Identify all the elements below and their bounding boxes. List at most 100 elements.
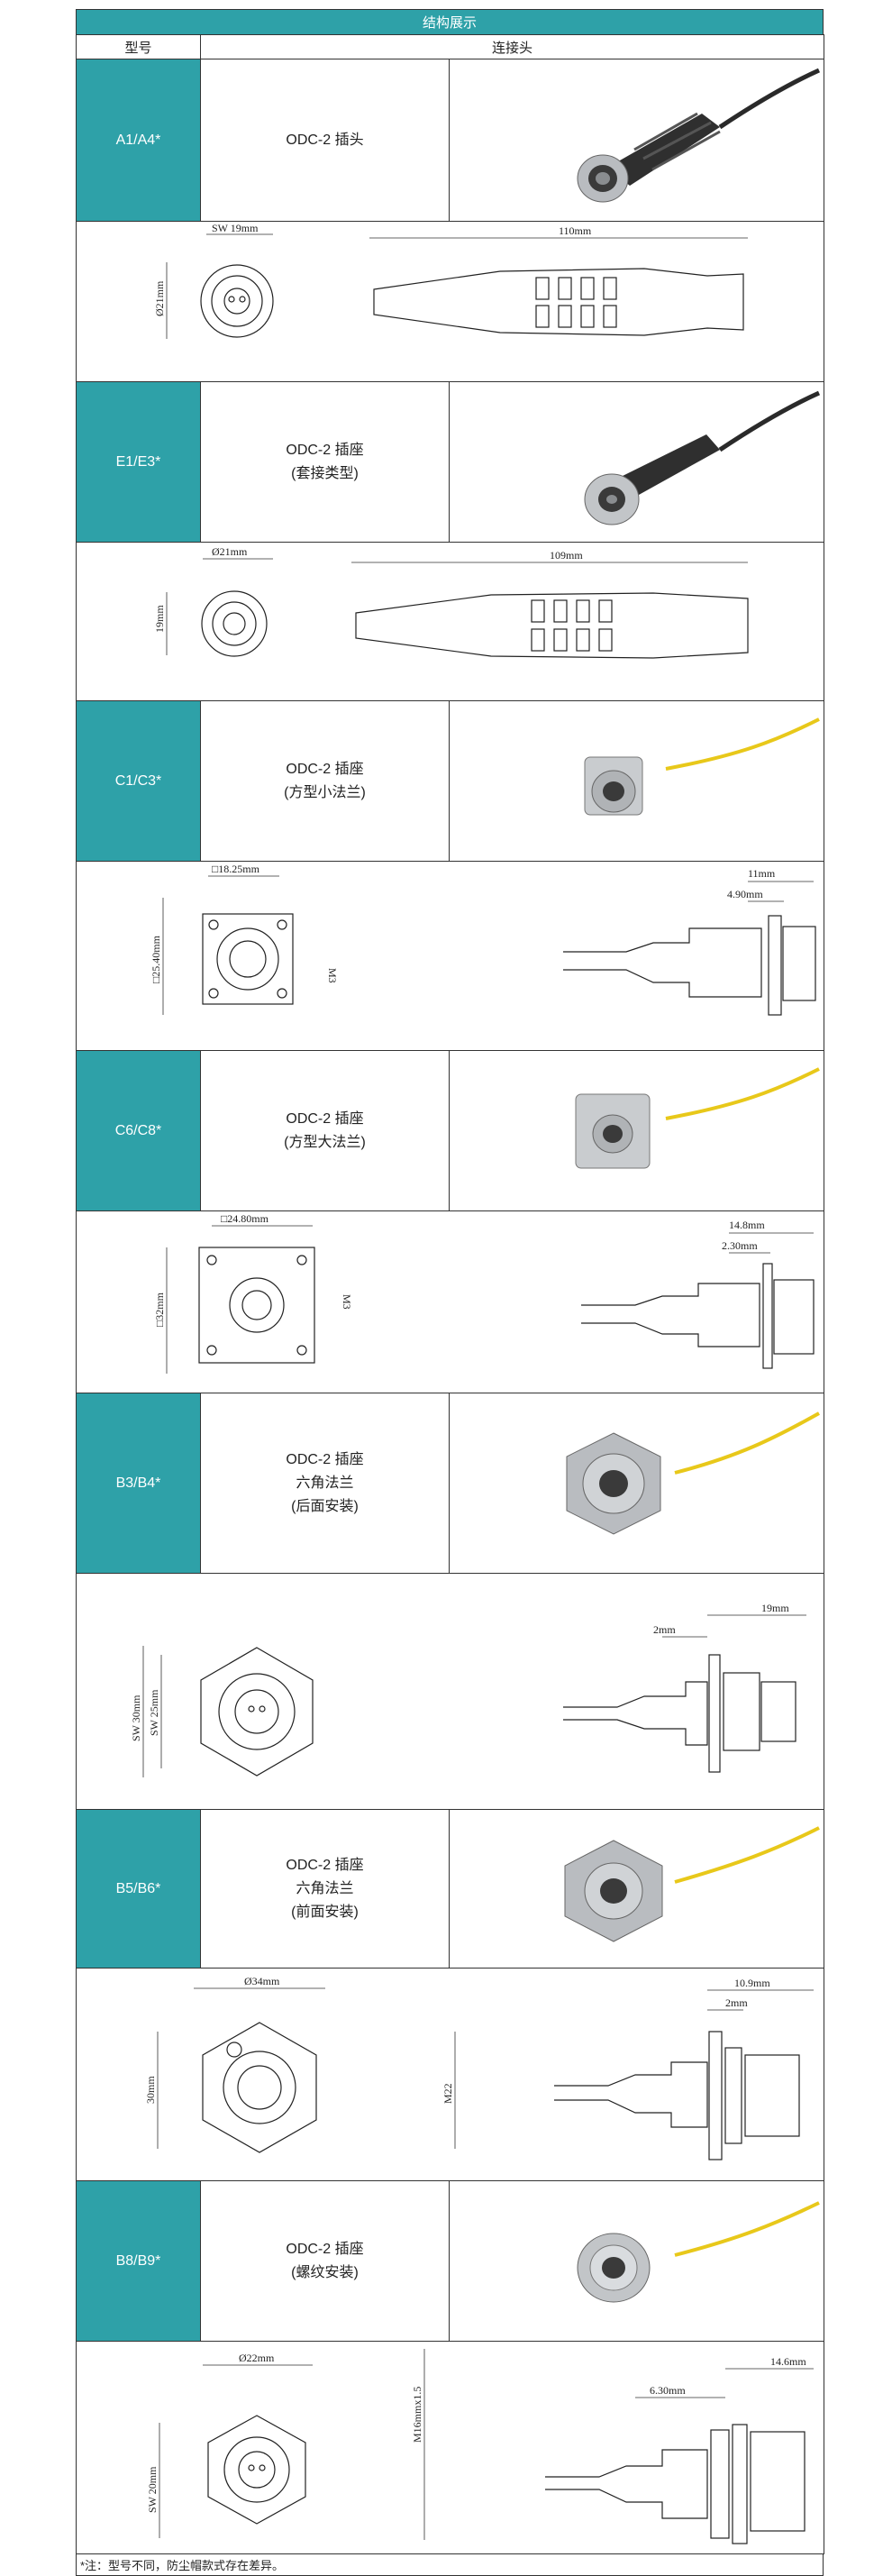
- model-cell: A1/A4*: [76, 59, 201, 222]
- footnote: *注：型号不同，防尘帽款式存在差异。: [76, 2554, 824, 2576]
- dim-label: 19mm: [153, 605, 166, 633]
- desc-cell: ODC-2 插头: [200, 59, 450, 222]
- square-flange-photo-image: [584, 717, 820, 816]
- desc-line: ODC-2 插座: [286, 1451, 364, 1467]
- drawing-row: □18.25mm □25.40mm M3 11mm 4.90mm: [75, 861, 825, 1051]
- table-title: 结构展示: [76, 9, 824, 34]
- product-photo: [448, 2180, 825, 2342]
- hex-front-photo-image: [564, 1826, 820, 1942]
- dim-label: □18.25mm: [212, 863, 260, 875]
- drawing-row: □24.80mm □32mm M3 14.8mm 2.30mm: [75, 1210, 825, 1393]
- dim-label: Ø21mm: [153, 280, 166, 316]
- technical-drawing: Ø21mm 19mm 109mm: [75, 542, 825, 701]
- model-cell: C1/C3*: [76, 700, 201, 862]
- dim-label: M16mmx1.5: [411, 2387, 423, 2443]
- desc-line: (后面安装): [291, 1498, 359, 1514]
- drawing-c6: □24.80mm □32mm M3 14.8mm 2.30mm: [153, 1212, 815, 1374]
- desc-line: ODC-2 插座: [286, 1857, 364, 1873]
- model-cell: B8/B9*: [76, 2180, 201, 2342]
- desc-line: ODC-2 插座: [286, 2241, 364, 2257]
- plug-photo-image: [577, 68, 821, 203]
- drawing-e1: Ø21mm 19mm 109mm: [153, 545, 749, 659]
- drawing-b3: SW 30mm SW 25mm 2mm 19mm: [130, 1602, 806, 1777]
- dim-label: 30mm: [144, 2076, 157, 2104]
- dim-label: SW 19mm: [212, 222, 259, 234]
- dim-label: □24.80mm: [221, 1212, 269, 1225]
- dim-label: 14.6mm: [770, 2355, 806, 2368]
- desc-line: 六角法兰: [296, 1475, 354, 1491]
- desc-line: (方型小法兰): [284, 784, 366, 800]
- dim-label: SW 25mm: [148, 1689, 160, 1736]
- large-flange-photo-image: [575, 1067, 820, 1169]
- header-connector: 连接头: [199, 34, 825, 59]
- dim-label: 2mm: [653, 1623, 676, 1636]
- dim-label: 2mm: [725, 1996, 748, 2009]
- technical-drawing: Ø34mm 30mm M22 10.9mm 2mm: [75, 1968, 825, 2181]
- drawing-row: SW 30mm SW 25mm 2mm 19mm: [75, 1573, 825, 1810]
- thread-mount-photo-image: [577, 2201, 820, 2303]
- desc-line: ODC-2 插座: [286, 761, 364, 777]
- model-cell: C6/C8*: [76, 1050, 201, 1211]
- drawing-row: Ø21mm 19mm 109mm: [75, 542, 825, 701]
- table-row: A1/A4* ODC-2 插头: [76, 59, 825, 222]
- desc-cell: ODC-2 插座 (方型小法兰): [200, 700, 450, 862]
- socket-photo-image: [584, 390, 821, 525]
- dim-label: 4.90mm: [727, 888, 763, 900]
- drawing-row: SW 19mm Ø21mm 110mm: [75, 221, 825, 382]
- desc-cell: ODC-2 插座 (方型大法兰): [200, 1050, 450, 1211]
- product-photo: [448, 1809, 825, 1969]
- dim-label: 109mm: [550, 549, 583, 562]
- table-row: B5/B6* ODC-2 插座 六角法兰 (前面安装): [76, 1809, 825, 1969]
- desc-line: (螺纹安装): [291, 2264, 359, 2280]
- drawing-c1: □18.25mm □25.40mm M3 11mm 4.90mm: [150, 863, 816, 1016]
- dim-label: □25.40mm: [150, 935, 162, 983]
- dim-label: Ø22mm: [239, 2352, 275, 2364]
- dim-label: M3: [326, 968, 339, 983]
- dim-label: M22: [441, 2083, 454, 2104]
- dim-label: Ø21mm: [212, 545, 248, 558]
- dim-label: 110mm: [559, 224, 592, 237]
- table-row: C1/C3* ODC-2 插座 (方型小法兰): [76, 700, 825, 862]
- dim-label: 19mm: [761, 1602, 789, 1614]
- dim-label: □32mm: [153, 1292, 166, 1327]
- dim-label: SW 30mm: [130, 1694, 142, 1741]
- technical-drawing: Ø22mm SW 20mm M16mmx1.5 14.6mm 6.30mm: [75, 2341, 825, 2554]
- product-photo: [448, 1393, 825, 1574]
- structure-table: 结构展示 型号 连接头 A1/A4* ODC-2 插头: [75, 9, 825, 2576]
- header-model: 型号: [76, 34, 201, 59]
- product-photo: [448, 59, 825, 222]
- desc-line: ODC-2 插座: [286, 442, 364, 458]
- desc-line: (方型大法兰): [284, 1134, 366, 1150]
- desc-line: ODC-2 插头: [286, 132, 364, 148]
- desc-cell: ODC-2 插座 (螺纹安装): [200, 2180, 450, 2342]
- technical-drawing: □18.25mm □25.40mm M3 11mm 4.90mm: [75, 861, 825, 1051]
- dim-label: M3: [341, 1294, 353, 1310]
- desc-line: 六角法兰: [296, 1880, 354, 1896]
- drawing-row: Ø22mm SW 20mm M16mmx1.5 14.6mm 6.30mm: [75, 2341, 825, 2554]
- dim-label: Ø34mm: [244, 1975, 280, 1987]
- desc-cell: ODC-2 插座 六角法兰 (前面安装): [200, 1809, 450, 1969]
- hex-rear-photo-image: [566, 1411, 820, 1535]
- product-photo: [448, 381, 825, 543]
- drawing-b5: Ø34mm 30mm M22 10.9mm 2mm: [144, 1975, 814, 2160]
- table-row: B3/B4* ODC-2 插座 六角法兰 (后面安装): [76, 1393, 825, 1574]
- technical-drawing: □24.80mm □32mm M3 14.8mm 2.30mm: [75, 1210, 825, 1393]
- desc-cell: ODC-2 插座 六角法兰 (后面安装): [200, 1393, 450, 1574]
- drawing-a1: SW 19mm Ø21mm 110mm: [153, 222, 748, 339]
- model-cell: B3/B4*: [76, 1393, 201, 1574]
- dim-label: 11mm: [748, 867, 776, 880]
- table-row: B8/B9* ODC-2 插座 (螺纹安装): [76, 2180, 825, 2342]
- dim-label: 6.30mm: [650, 2384, 686, 2397]
- dim-label: 2.30mm: [722, 1239, 758, 1252]
- spec-table: 型号 连接头 A1/A4* ODC-2 插头: [75, 34, 825, 2554]
- dim-label: 10.9mm: [734, 1977, 770, 1989]
- header-row: 型号 连接头: [76, 34, 825, 59]
- product-photo: [448, 700, 825, 862]
- drawing-row: Ø34mm 30mm M22 10.9mm 2mm: [75, 1968, 825, 2181]
- product-photo: [448, 1050, 825, 1211]
- drawing-b8: Ø22mm SW 20mm M16mmx1.5 14.6mm 6.30mm: [146, 2349, 814, 2544]
- dim-label: 14.8mm: [729, 1219, 765, 1231]
- model-cell: E1/E3*: [76, 381, 201, 543]
- technical-drawing: SW 19mm Ø21mm 110mm: [75, 221, 825, 382]
- technical-drawing: SW 30mm SW 25mm 2mm 19mm: [75, 1573, 825, 1810]
